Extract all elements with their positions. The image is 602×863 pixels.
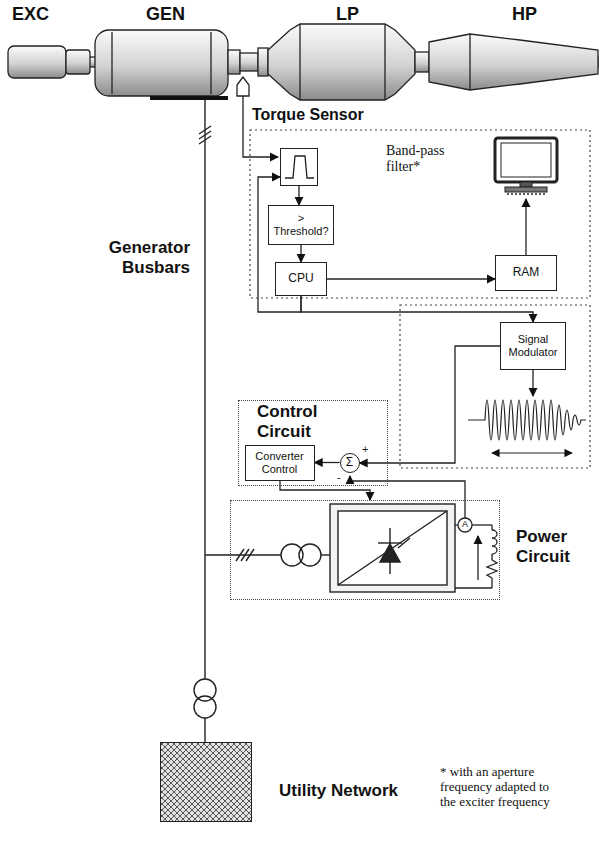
busbar-label: Generator Busbars bbox=[52, 238, 190, 277]
part-name: LP bbox=[336, 4, 376, 25]
node-label: Band-pass filter* bbox=[386, 143, 448, 175]
ram-box: RAM bbox=[495, 255, 557, 291]
node-label: Control Circuit bbox=[257, 402, 367, 441]
node-label: CPU bbox=[276, 272, 326, 286]
power-region: Power Circuit bbox=[230, 500, 500, 600]
node-label: Power Circuit bbox=[516, 527, 588, 566]
burst-waveform bbox=[468, 400, 586, 453]
modulator-box: Signal Modulator bbox=[500, 322, 566, 370]
signal-connector bbox=[300, 245, 301, 262]
node-label: Signal Modulator bbox=[501, 333, 565, 358]
converter-box: Converter Control bbox=[245, 445, 315, 481]
modulator-arrow bbox=[532, 370, 533, 396]
node-label: RAM bbox=[496, 266, 556, 280]
ammeter-letter: A bbox=[461, 519, 469, 529]
threshold-box: > Threshold? bbox=[268, 205, 334, 245]
monitor-icon bbox=[495, 138, 557, 194]
signal-connector bbox=[301, 296, 533, 322]
monitor-arrow bbox=[525, 199, 526, 255]
bandpass-symbol bbox=[285, 156, 314, 178]
signal-connector bbox=[280, 481, 370, 501]
load-circuit bbox=[455, 518, 497, 588]
footnote: * with an aperture frequency adapted to … bbox=[440, 765, 552, 810]
converter-symbol bbox=[330, 504, 455, 592]
dotted-frames bbox=[250, 130, 590, 468]
turbine-shaft bbox=[8, 24, 598, 100]
filter-box: Band-pass filter* bbox=[280, 148, 318, 186]
signal-connector bbox=[315, 462, 340, 463]
node-label: Σ bbox=[341, 456, 359, 470]
part-name: EXC bbox=[12, 4, 72, 25]
sensor-label: Torque Sensor bbox=[252, 106, 392, 124]
sign-mark: + bbox=[362, 443, 372, 456]
network-box: Utility Network bbox=[160, 742, 252, 822]
signal-connector bbox=[327, 278, 495, 279]
part-name: GEN bbox=[146, 4, 206, 25]
part-name: HP bbox=[512, 4, 552, 25]
sign-mark: - bbox=[337, 471, 345, 484]
node-label: > Threshold? bbox=[269, 212, 333, 237]
cpu-box: CPU bbox=[275, 262, 327, 296]
node-label: Converter Control bbox=[246, 450, 314, 475]
signal-connector bbox=[298, 186, 299, 205]
node-label: Utility Network bbox=[279, 781, 429, 801]
summing-circle: Σ bbox=[340, 453, 360, 473]
signal-connector bbox=[360, 346, 501, 463]
